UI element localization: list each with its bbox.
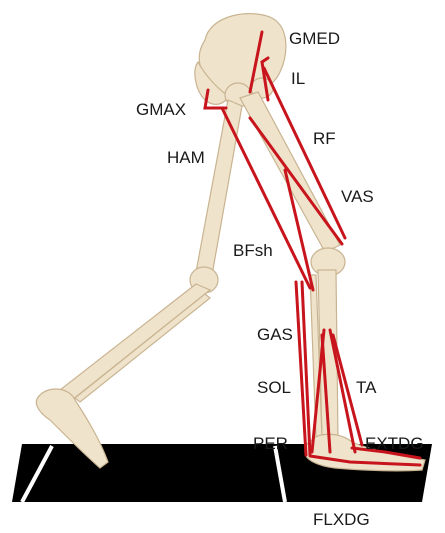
label-flxdg: FLXDG [313,510,370,529]
skeleton [36,14,425,471]
label-il: IL [291,69,305,88]
label-gmed: GMED [289,29,340,48]
label-gas: GAS [257,325,293,344]
left-fibula [75,294,210,402]
label-rf: RF [313,129,336,148]
label-gmax: GMAX [136,100,186,119]
label-per: PER [253,434,288,453]
label-vas: VAS [341,187,374,206]
label-extdg: EXTDG [365,434,424,453]
label-bfsh: BFsh [233,241,273,260]
label-ham: HAM [167,148,205,167]
label-ta: TA [356,378,377,397]
left-tibia [60,284,210,400]
label-sol: SOL [257,378,291,397]
